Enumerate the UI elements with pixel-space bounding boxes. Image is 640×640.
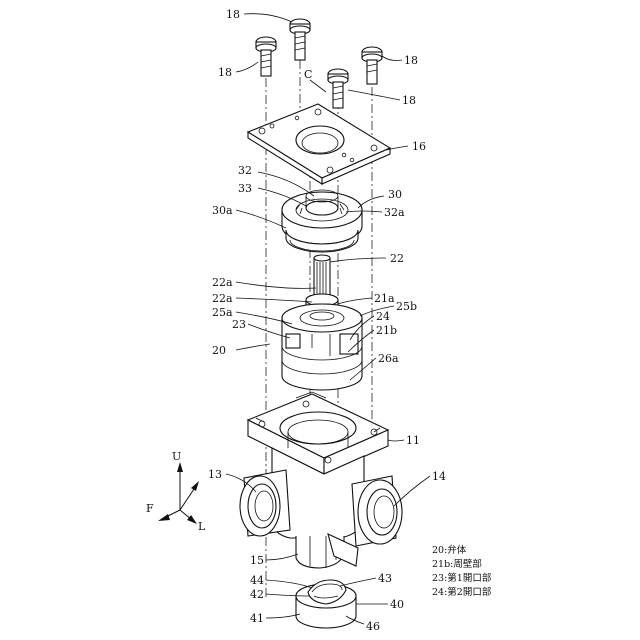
label-15: 15 [250, 554, 264, 567]
screw-18-left [256, 37, 276, 76]
label-41: 41 [250, 612, 264, 625]
label-26a: 26a [378, 352, 399, 365]
legend-item: 24:第2開口部 [432, 586, 491, 598]
label-46: 46 [366, 620, 380, 633]
label-20: 20 [212, 344, 226, 357]
label-c: C [304, 68, 312, 81]
label-11: 11 [406, 434, 420, 447]
legend: 20:弁体 21b:周壁部 23:第1開口部 24:第2開口部 [432, 544, 491, 598]
label-21a: 21a [374, 292, 395, 305]
label-32a: 32a [384, 206, 405, 219]
label-direction-u: U [172, 450, 181, 463]
label-30a: 30a [212, 204, 233, 217]
label-22a-lower: 22a [212, 292, 233, 305]
legend-item: 23:第1開口部 [432, 572, 491, 584]
label-40: 40 [390, 598, 404, 611]
valve-body-20 [282, 304, 362, 390]
label-18-top: 18 [226, 8, 240, 21]
legend-item: 21b:周壁部 [432, 558, 482, 570]
plate-16 [248, 104, 390, 184]
label-25a: 25a [212, 306, 233, 319]
label-30: 30 [388, 188, 402, 201]
legend-item: 20:弁体 [432, 544, 467, 556]
bottom-cap-40 [296, 580, 356, 628]
label-direction-l: L [198, 520, 206, 533]
label-42: 42 [250, 588, 264, 601]
label-16: 16 [412, 140, 426, 153]
direction-indicator [158, 462, 199, 524]
screw-18-right [362, 47, 382, 84]
label-22: 22 [390, 252, 404, 265]
label-32: 32 [238, 164, 252, 177]
label-13: 13 [208, 468, 222, 481]
label-14: 14 [432, 470, 446, 483]
label-33: 33 [238, 182, 252, 195]
screw-18-center [328, 69, 348, 108]
label-18-center: 18 [402, 94, 416, 107]
label-24: 24 [376, 310, 390, 323]
label-22a-upper: 22a [212, 276, 233, 289]
cap-30 [282, 190, 362, 252]
label-21b: 21b [376, 324, 397, 337]
label-43: 43 [378, 572, 392, 585]
label-18-right: 18 [404, 54, 418, 67]
housing-11 [240, 392, 402, 568]
label-direction-f: F [146, 502, 154, 515]
label-25b: 25b [396, 300, 417, 313]
label-44: 44 [250, 574, 264, 587]
label-18-left: 18 [218, 66, 232, 79]
screw-18-top [290, 19, 310, 60]
label-23: 23 [232, 318, 246, 331]
